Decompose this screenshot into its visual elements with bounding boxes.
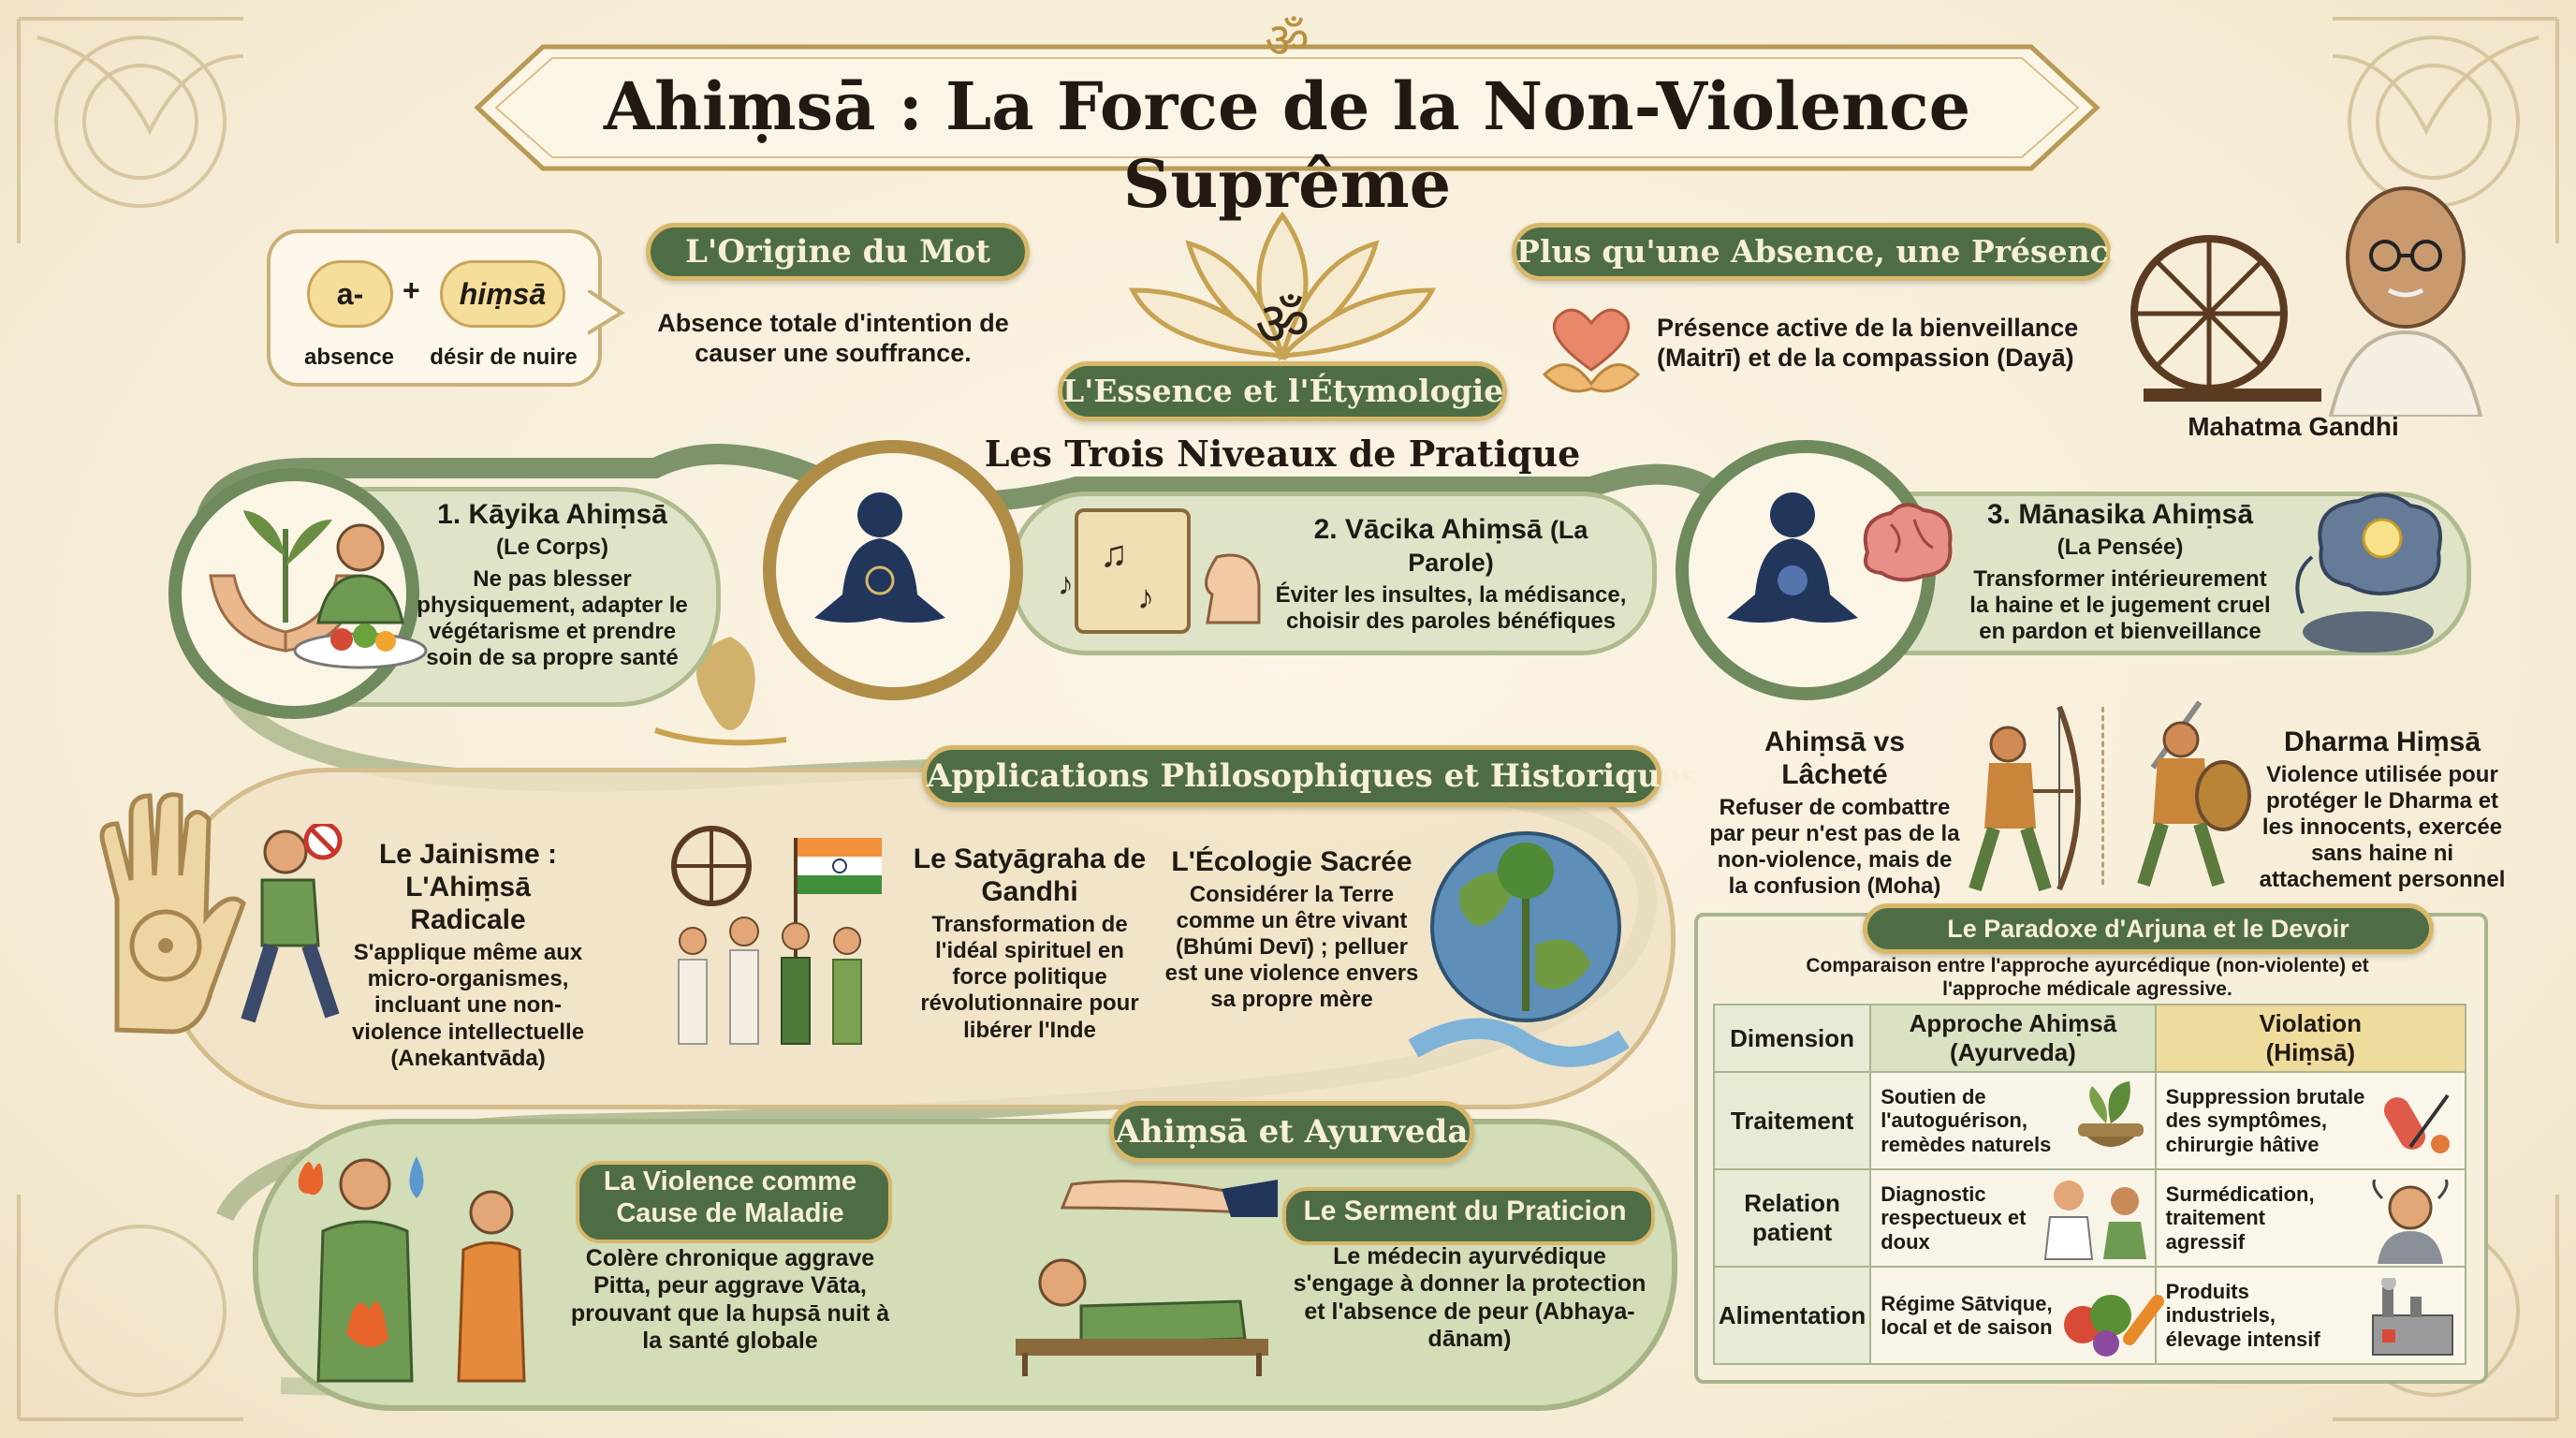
row-violation: Suppression brutale des symptômes, chiru… (2154, 1071, 2467, 1170)
row-dimension: Alimentation (1712, 1266, 1872, 1365)
header-violation: Violation (Hiṃsā) (2154, 1004, 2467, 1073)
satyagraha-text: Le Satyāgraha de Gandhi Transformation d… (913, 844, 1147, 1043)
jainism-text: Le Jainisme : L'Ahiṃsā Radicale S'appliq… (351, 839, 585, 1071)
comparison-intro: Comparaison entre l'approche ayurcédique… (1806, 955, 2369, 1000)
ayurveda-label: Ahiṃsā et Ayurveda (1109, 1101, 1474, 1163)
page-title: Ahiṃsā : La Force de la Non-Violence Sup… (603, 67, 1971, 223)
header-ahimsa: Approche Ahiṃsā (Ayurveda) (1869, 1004, 2157, 1073)
brain-icon (1863, 503, 1953, 582)
heart-lotus-icon (1542, 308, 1641, 393)
person-eating-icon (293, 523, 428, 669)
arjuna-label: Le Paradoxe d'Arjuna et le Devoir (1863, 903, 2434, 954)
scroll-music-icon: ♫♪ ♪ (1058, 508, 1261, 634)
root-badge: hiṃsā (440, 260, 565, 328)
charkha-small-icon (671, 826, 752, 906)
factory-icon (2372, 1278, 2453, 1356)
table-row: Traitement Soutien de l'autoguérison, re… (1712, 1071, 2467, 1170)
origin-label: L'Origine du Mot (646, 223, 1030, 281)
ecology-text: L'Écologie Sacrée Considérer la Terre co… (1164, 846, 1419, 1013)
om-icon: ॐ (1254, 290, 1310, 358)
india-flag-icon (794, 838, 882, 960)
oath-text: Le médecin ayurvédique s'engage à donner… (1293, 1243, 1647, 1352)
table-row: Relation patient Diagnostic respectueux … (1712, 1168, 2467, 1268)
herbs-icon (2078, 1081, 2144, 1147)
root-meaning: désir de nuire (430, 345, 578, 370)
levels-title: Les Trois Niveaux de Pratique (984, 433, 1581, 475)
presence-text: Présence active de la bienveillance (Mai… (1657, 314, 2079, 372)
doctor-icon (2043, 1181, 2146, 1260)
level-1-text: 1. Kāyika Ahiṃsā (Le Corps) Ne pas bless… (417, 499, 688, 671)
charkha-icon (2130, 235, 2321, 402)
essence-label: L'Essence et l'Étymologie (1058, 361, 1507, 421)
table-header-row: Dimension Approche Ahiṃsā (Ayurveda) Vio… (1712, 1004, 2467, 1073)
origin-definition: Absence totale d'intention de causer une… (657, 309, 1009, 367)
row-dimension: Traitement (1712, 1071, 1872, 1170)
svg-text:♫: ♫ (1100, 534, 1128, 575)
meditation-icon (814, 492, 945, 623)
prefix-badge: a- (307, 260, 393, 328)
gandhi-portrait (2130, 186, 2483, 417)
walking-person-icon (241, 824, 343, 1023)
disease-title: La Violence comme Cause de Maladie (603, 1167, 857, 1228)
satyagraha-march-icon (671, 826, 882, 1045)
origin-bubble-tail (588, 290, 625, 335)
arjuna-divider (2101, 707, 2104, 885)
mind-transform-icon (2295, 492, 2442, 653)
fire-icon (298, 1162, 323, 1196)
header-dimension: Dimension (1712, 1004, 1872, 1073)
level-3-text: 3. Mānasika Ahiṃsā (La Pensée) Transform… (1969, 499, 2271, 645)
arjuna-left-text: Ahiṃsā vs Lâcheté Refuser de combattre p… (1709, 726, 1960, 900)
disease-illustration (298, 1156, 526, 1383)
vegetables-icon (2064, 1295, 2164, 1357)
arjuna-right-text: Dharma Hiṃsā Violence utilisée pour prot… (2259, 726, 2506, 893)
om-top-icon: ॐ (1265, 14, 1310, 68)
earth-icon (1408, 831, 1629, 1067)
row-ahimsa: Soutien de l'autoguérison, remèdes natur… (1869, 1071, 2157, 1170)
meditation-brain-icon (1727, 492, 1858, 623)
title-banner-frame (474, 44, 2100, 171)
oath-title: Le Serment du Praticion (1303, 1196, 1627, 1226)
level-2-text: 2. Vācika Ahiṃsā (La Parole) Éviter les … (1275, 514, 1627, 635)
archer-icon (1969, 705, 2081, 892)
disease-title-badge (576, 1161, 892, 1243)
disease-text: Colère chronique aggrave Pitta, peur agg… (570, 1245, 890, 1354)
warrior-icon (2137, 700, 2251, 888)
jain-hand-icon (99, 792, 246, 1034)
prefix-text: a- (336, 277, 364, 311)
healing-illustration (1016, 1180, 1278, 1376)
oath-title-badge (1282, 1187, 1655, 1245)
prefix-meaning: absence (303, 345, 395, 370)
row-dimension: Relation patient (1712, 1168, 1872, 1268)
svg-text:♪: ♪ (1058, 566, 1074, 602)
svg-text:♪: ♪ (1137, 578, 1154, 616)
plus-sign: + (402, 273, 420, 307)
applications-label: Applications Philosophiques et Historiqu… (922, 745, 1698, 807)
root-text: hiṃsā (459, 277, 547, 311)
pills-icon (2384, 1093, 2450, 1153)
stressed-person-icon (2372, 1180, 2449, 1264)
water-drop-icon (409, 1156, 424, 1198)
gandhi-caption: Mahatma Gandhi (2188, 412, 2399, 441)
lotus-icon (1128, 211, 1437, 361)
row-ahimsa: Diagnostic respectueux et doux (1869, 1168, 2157, 1268)
presence-label: Plus qu'une Absence, une Présence (1512, 223, 2129, 281)
